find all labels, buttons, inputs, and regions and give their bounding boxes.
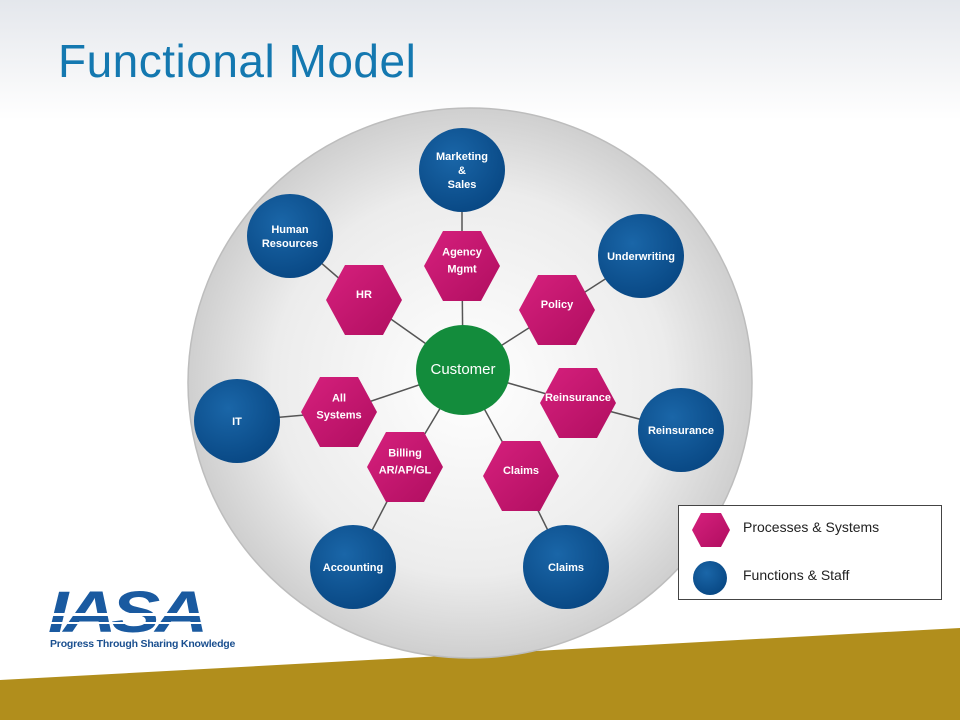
process-node-reinsurance: Reinsurance bbox=[540, 368, 616, 438]
process-node-reinsurance-text: Reinsurance bbox=[545, 392, 611, 404]
function-node-marketing-text: & bbox=[458, 165, 466, 177]
process-node-hr: HR bbox=[326, 265, 402, 335]
function-node-it: IT bbox=[194, 379, 280, 463]
process-node-allsystems-text: Systems bbox=[316, 409, 361, 421]
title-background bbox=[0, 0, 960, 120]
process-hexagon-swatch bbox=[692, 513, 730, 547]
iasa-wordmark: IASA bbox=[48, 580, 208, 645]
function-node-reinsurance-text: Reinsurance bbox=[648, 425, 714, 437]
function-node-underwriting: Underwriting bbox=[598, 214, 684, 298]
function-node-claims: Claims bbox=[523, 525, 609, 609]
function-node-claims-text: Claims bbox=[548, 562, 584, 574]
function-node-marketing-text: Sales bbox=[448, 179, 477, 191]
customer-node-text: Customer bbox=[430, 361, 495, 378]
legend-processes: Processes & Systems bbox=[679, 508, 941, 548]
function-node-marketing: Marketing & Sales bbox=[419, 128, 505, 212]
process-node-agency-text: Mgmt bbox=[447, 263, 477, 275]
process-node-policy: Policy bbox=[519, 275, 595, 345]
page-title: Functional Model bbox=[58, 35, 417, 87]
process-node-billing-text: Billing bbox=[388, 447, 422, 459]
process-node-hr-text: HR bbox=[356, 289, 372, 301]
function-node-reinsurance: Reinsurance bbox=[638, 388, 724, 472]
logo-tagline: Progress Through Sharing Knowledge bbox=[50, 638, 236, 650]
legend-functions-label: Functions & Staff bbox=[743, 567, 850, 583]
process-node-claims-text: Claims bbox=[503, 465, 539, 477]
process-node-claims: Claims bbox=[483, 441, 559, 511]
function-node-hr-text: Human bbox=[271, 224, 309, 236]
process-node-policy-text: Policy bbox=[541, 299, 574, 311]
function-node-underwriting-text: Underwriting bbox=[607, 251, 675, 263]
process-node-agency-text: Agency bbox=[442, 246, 483, 258]
function-node-marketing-text: Marketing bbox=[436, 151, 488, 163]
customer-node: Customer bbox=[416, 325, 510, 415]
iasa-logo: IASA Progress Through Sharing Knowledge bbox=[48, 580, 235, 654]
function-node-accounting: Accounting bbox=[310, 525, 396, 609]
legend: Processes & Systems Functions & Staff bbox=[678, 505, 942, 600]
function-node-accounting-text: Accounting bbox=[323, 562, 384, 574]
function-node-it-text: IT bbox=[232, 416, 242, 428]
process-node-allsystems-text: All bbox=[332, 392, 346, 404]
function-node-hr-text: Resources bbox=[262, 238, 318, 250]
function-circle-swatch bbox=[693, 561, 727, 595]
legend-functions: Functions & Staff bbox=[679, 556, 941, 596]
iasa-wordmark-text: IASA bbox=[48, 584, 203, 640]
process-node-billing-text: AR/AP/GL bbox=[379, 464, 432, 476]
legend-processes-label: Processes & Systems bbox=[743, 519, 880, 535]
gold-band bbox=[0, 628, 960, 720]
